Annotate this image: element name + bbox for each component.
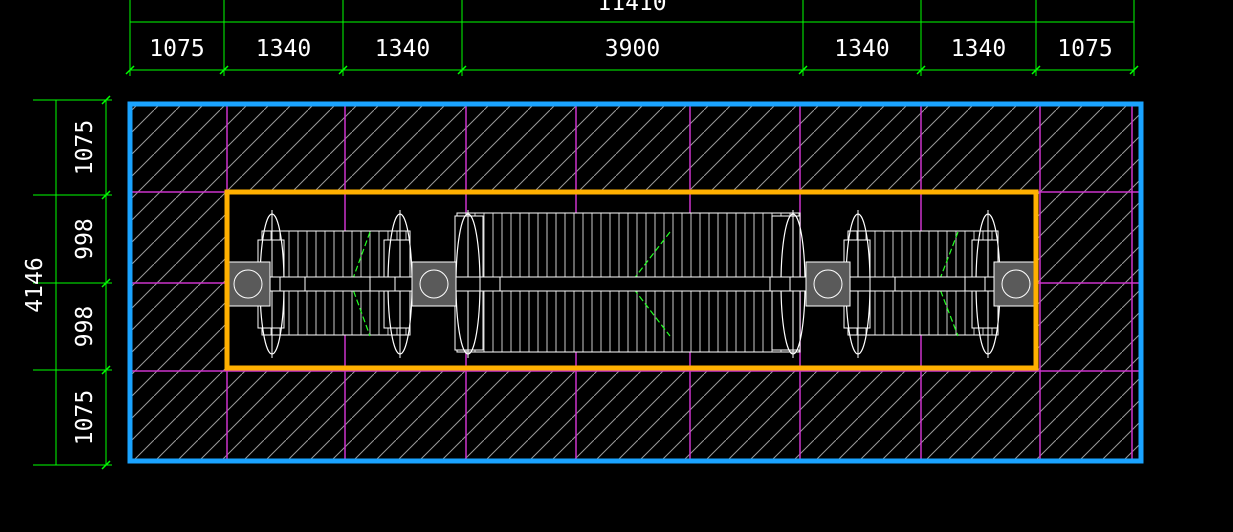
dim-top-segment: 1340 xyxy=(834,36,889,62)
dim-tick xyxy=(916,65,926,75)
pump-gland-circle xyxy=(813,269,843,299)
top-dimension-chain: 11410 1075 1340 1340 3900 1340 1340 1075 xyxy=(125,0,1139,76)
dim-left-segment: 998 xyxy=(72,306,98,348)
dim-tick xyxy=(1129,65,1139,75)
pump-gland-block xyxy=(805,261,851,307)
dim-tick xyxy=(101,190,111,200)
dim-tick xyxy=(219,65,229,75)
dim-tick xyxy=(798,65,808,75)
shaft-band xyxy=(231,276,1033,292)
dim-tick xyxy=(101,365,111,375)
dim-top-segment: 1075 xyxy=(149,36,204,62)
dim-top-segment: 1340 xyxy=(951,36,1006,62)
dim-tick xyxy=(457,65,467,75)
left-dimension-chain: 4146 1075 998 998 1075 xyxy=(22,95,112,470)
dim-top-total: 11410 xyxy=(597,0,666,16)
dim-left-segment: 1075 xyxy=(72,120,98,175)
dim-tick xyxy=(101,95,111,105)
pump-gland-block xyxy=(993,261,1039,307)
dim-left-segment: 998 xyxy=(72,218,98,260)
pump-gland-circle xyxy=(419,269,449,299)
outer-boundary[interactable] xyxy=(127,101,1144,464)
dim-tick xyxy=(125,65,135,75)
dim-tick xyxy=(101,278,111,288)
inner-boundary[interactable] xyxy=(224,189,1039,371)
pump-gland-circle xyxy=(1001,269,1031,299)
dim-top-segment: 3900 xyxy=(605,36,660,62)
dim-left-segment: 1075 xyxy=(72,390,98,445)
equipment-assembly xyxy=(225,210,1039,358)
dim-tick xyxy=(338,65,348,75)
dim-top-segment: 1340 xyxy=(256,36,311,62)
pump-gland-circle xyxy=(233,269,263,299)
dim-top-segment: 1075 xyxy=(1057,36,1112,62)
dim-top-segment: 1340 xyxy=(375,36,430,62)
dim-tick xyxy=(101,460,111,470)
pump-gland-block xyxy=(411,261,457,307)
dim-tick xyxy=(1031,65,1041,75)
dim-left-total: 4146 xyxy=(22,257,48,312)
pump-gland-block xyxy=(225,261,271,307)
